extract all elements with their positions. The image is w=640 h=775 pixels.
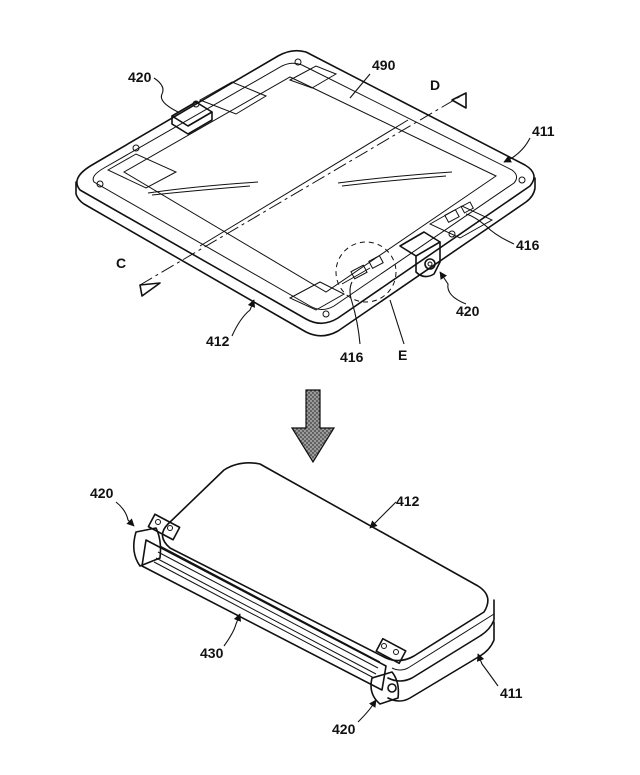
screw-hole [448, 230, 456, 238]
leader-412-bottom [369, 501, 397, 529]
hinge-end-right [370, 637, 407, 705]
screw-hole [294, 58, 302, 66]
section-line-cd [139, 92, 467, 286]
folded-top-surface [161, 462, 489, 662]
sensor-module-right [444, 201, 474, 224]
hinge-pin-icon [424, 258, 436, 270]
leader-420-bottom [357, 699, 377, 723]
label-d: D [430, 77, 440, 93]
glare-left-2 [151, 185, 251, 196]
label-411-top: 411 [532, 123, 555, 139]
label-416-right: 416 [516, 237, 540, 253]
leader-411-bottom [476, 653, 499, 687]
hinge-top-left [171, 101, 213, 135]
label-430: 430 [200, 645, 224, 661]
leader-420-right [439, 271, 467, 305]
label-420-right: 420 [456, 303, 480, 319]
label-e: E [398, 347, 407, 363]
leader-e [389, 299, 405, 345]
sensor-module-bottom [341, 254, 384, 285]
flexible-display [123, 76, 497, 293]
unfolded-device: 420 490 D 411 416 C 420 412 416 E [75, 49, 555, 365]
label-420-top-left: 420 [128, 69, 152, 85]
unfolded-housing-side [75, 177, 536, 337]
screw-hole [322, 310, 330, 318]
label-412-top: 412 [206, 333, 230, 349]
label-c: C [116, 255, 126, 271]
label-412-bottom: 412 [396, 493, 420, 509]
folded-device: 420 412 430 411 420 [90, 462, 523, 737]
label-411-bottom: 411 [500, 685, 523, 701]
folded-side-lower [387, 621, 495, 702]
detail-circle-e [335, 241, 397, 303]
screw-hole [518, 176, 526, 184]
leader-420-bottom-left [115, 501, 135, 527]
screw-hole [96, 180, 104, 188]
screw-hole [132, 144, 140, 152]
label-416-bottom: 416 [340, 349, 364, 365]
glare-right-2 [341, 175, 447, 187]
label-420-bottom: 420 [332, 721, 356, 737]
fold-line [199, 119, 409, 247]
glare-right [337, 171, 453, 184]
hinge-cover [141, 539, 387, 691]
glare-left [147, 181, 259, 194]
unfolded-housing-outline [76, 49, 535, 325]
section-marker-c [139, 282, 161, 297]
label-490: 490 [372, 57, 396, 73]
folded-side-upper [387, 599, 495, 682]
hinge-end-left [132, 513, 181, 567]
leader-420-top [153, 77, 179, 113]
leader-411 [503, 137, 531, 163]
leader-412-top [231, 299, 256, 337]
label-420-bottom-left: 420 [90, 485, 114, 501]
down-arrow-icon [290, 389, 336, 464]
section-marker-d [451, 92, 467, 109]
leader-430 [223, 613, 242, 647]
leader-490 [349, 73, 371, 99]
hinge-bottom-right [399, 231, 441, 278]
hinge-pin-icon [387, 683, 397, 693]
leader-416-right [465, 213, 515, 245]
leader-416-bottom [349, 281, 361, 345]
folded-side-seam [391, 613, 495, 671]
